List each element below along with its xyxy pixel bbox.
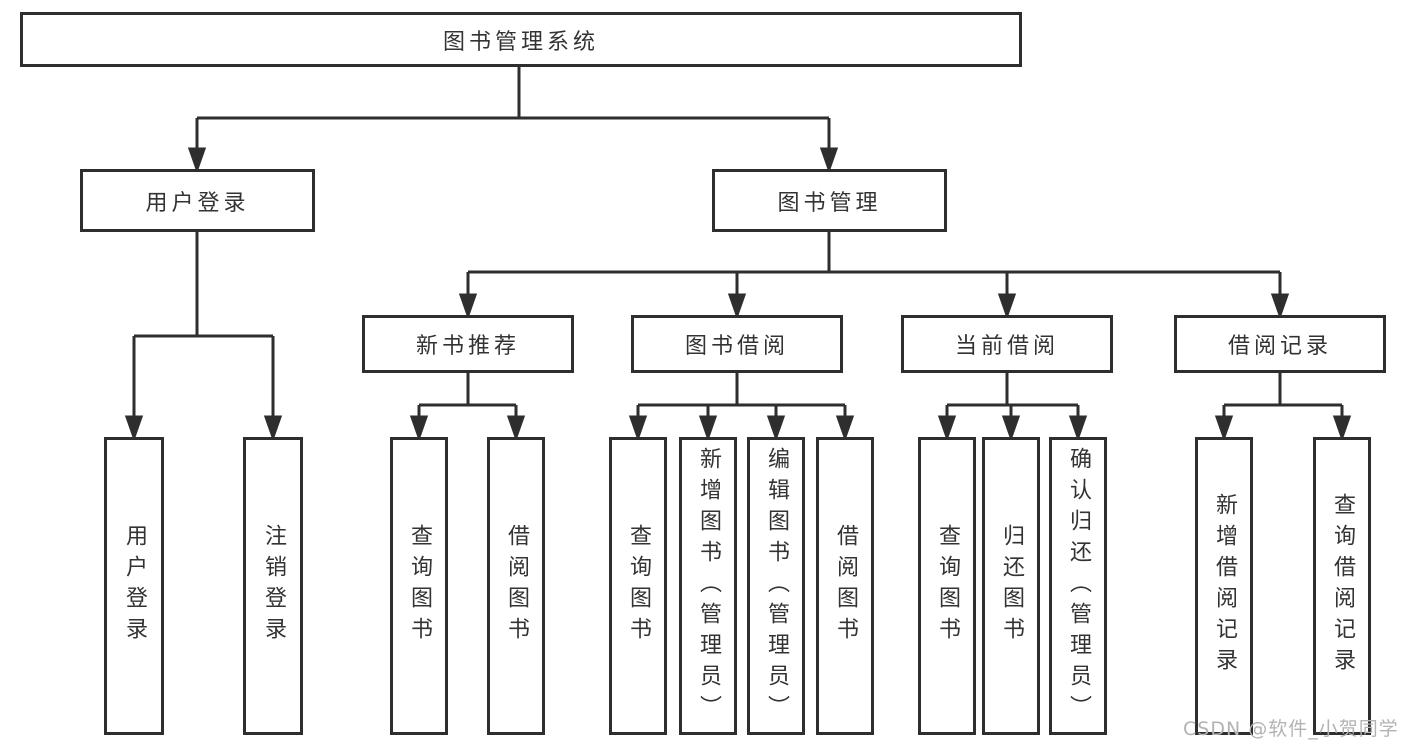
- arrowhead-icon: [1214, 415, 1234, 442]
- node-new-books: 新书推荐: [362, 315, 574, 373]
- leaf-borrow-book-label: 借阅图书: [833, 524, 858, 648]
- arrowhead-icon: [835, 415, 855, 442]
- node-root: 图书管理系统: [20, 12, 1022, 67]
- arrowhead-icon: [263, 415, 283, 442]
- node-current-borrow: 当前借阅: [901, 315, 1113, 373]
- arrowhead-icon: [937, 415, 957, 442]
- leaf-edit-book-admin-label: 编辑图书（管理员）: [764, 446, 789, 726]
- leaf-current-query-books-label: 查询图书: [935, 524, 960, 648]
- leaf-current-query-books: 查询图书: [918, 437, 976, 735]
- leaf-add-borrow-record-label: 新增借阅记录: [1212, 493, 1237, 679]
- connector-borrow-records-to-leaves: [1214, 373, 1352, 442]
- leaf-edit-book-admin: 编辑图书（管理员）: [747, 437, 805, 735]
- leaf-confirm-return-admin: 确认归还（管理员）: [1049, 437, 1107, 735]
- leaf-confirm-return-admin-label: 确认归还（管理员）: [1066, 446, 1091, 726]
- connector-book-mgmt-to-level3: [458, 232, 1290, 320]
- leaf-logout: 注销登录: [243, 437, 303, 735]
- node-book-mgmt: 图书管理: [712, 169, 947, 232]
- leaf-query-borrow-record: 查询借阅记录: [1313, 437, 1371, 735]
- arrowhead-icon: [1001, 415, 1021, 442]
- connector-new-books-to-leaves: [409, 373, 526, 442]
- leaf-query-borrow-record-label: 查询借阅记录: [1330, 493, 1355, 679]
- arrowhead-icon: [766, 415, 786, 442]
- arrowhead-icon: [727, 293, 747, 320]
- leaf-new-books-borrow: 借阅图书: [487, 437, 545, 735]
- connector-root-to-level2: [187, 67, 839, 174]
- node-user-login-label: 用户登录: [145, 190, 250, 216]
- node-new-books-label: 新书推荐: [415, 334, 520, 359]
- node-user-login: 用户登录: [80, 169, 315, 232]
- leaf-return-book-label: 归还图书: [999, 524, 1024, 648]
- leaf-new-books-query-label: 查询图书: [407, 524, 432, 648]
- connector-user-login-to-leaves: [124, 232, 283, 442]
- csdn-watermark: CSDN @软件_小贺同学: [1183, 718, 1399, 740]
- arrowhead-icon: [1068, 415, 1088, 442]
- leaf-add-borrow-record: 新增借阅记录: [1195, 437, 1253, 735]
- node-book-borrow: 图书借阅: [631, 315, 843, 373]
- node-current-borrow-label: 当前借阅: [954, 334, 1059, 359]
- connector-current-borrow-to-leaves: [937, 373, 1088, 442]
- leaf-user-login-label: 用户登录: [122, 524, 147, 648]
- leaf-borrow-query-books-label: 查询图书: [626, 524, 651, 648]
- arrowhead-icon: [124, 415, 144, 442]
- leaf-new-books-borrow-label: 借阅图书: [504, 524, 529, 648]
- node-borrow-records: 借阅记录: [1174, 315, 1386, 373]
- arrowhead-icon: [187, 147, 207, 174]
- arrowhead-icon: [628, 415, 648, 442]
- node-root-label: 图书管理系统: [442, 29, 599, 55]
- arrowhead-icon: [819, 147, 839, 174]
- node-book-borrow-label: 图书借阅: [684, 334, 789, 359]
- arrowhead-icon: [409, 415, 429, 442]
- leaf-return-book: 归还图书: [982, 437, 1040, 735]
- node-book-mgmt-label: 图书管理: [777, 190, 882, 216]
- leaf-add-book-admin-label: 新增图书（管理员）: [696, 446, 721, 726]
- leaf-add-book-admin: 新增图书（管理员）: [679, 437, 737, 735]
- node-borrow-records-label: 借阅记录: [1227, 334, 1332, 359]
- arrowhead-icon: [698, 415, 718, 442]
- leaf-logout-label: 注销登录: [261, 524, 286, 648]
- leaf-user-login: 用户登录: [104, 437, 164, 735]
- leaf-borrow-book: 借阅图书: [816, 437, 874, 735]
- arrowhead-icon: [997, 293, 1017, 320]
- leaf-new-books-query: 查询图书: [390, 437, 448, 735]
- connector-book-borrow-to-leaves: [628, 373, 855, 442]
- arrowhead-icon: [1332, 415, 1352, 442]
- arrowhead-icon: [458, 293, 478, 320]
- arrowhead-icon: [1270, 293, 1290, 320]
- arrowhead-icon: [506, 415, 526, 442]
- leaf-borrow-query-books: 查询图书: [609, 437, 667, 735]
